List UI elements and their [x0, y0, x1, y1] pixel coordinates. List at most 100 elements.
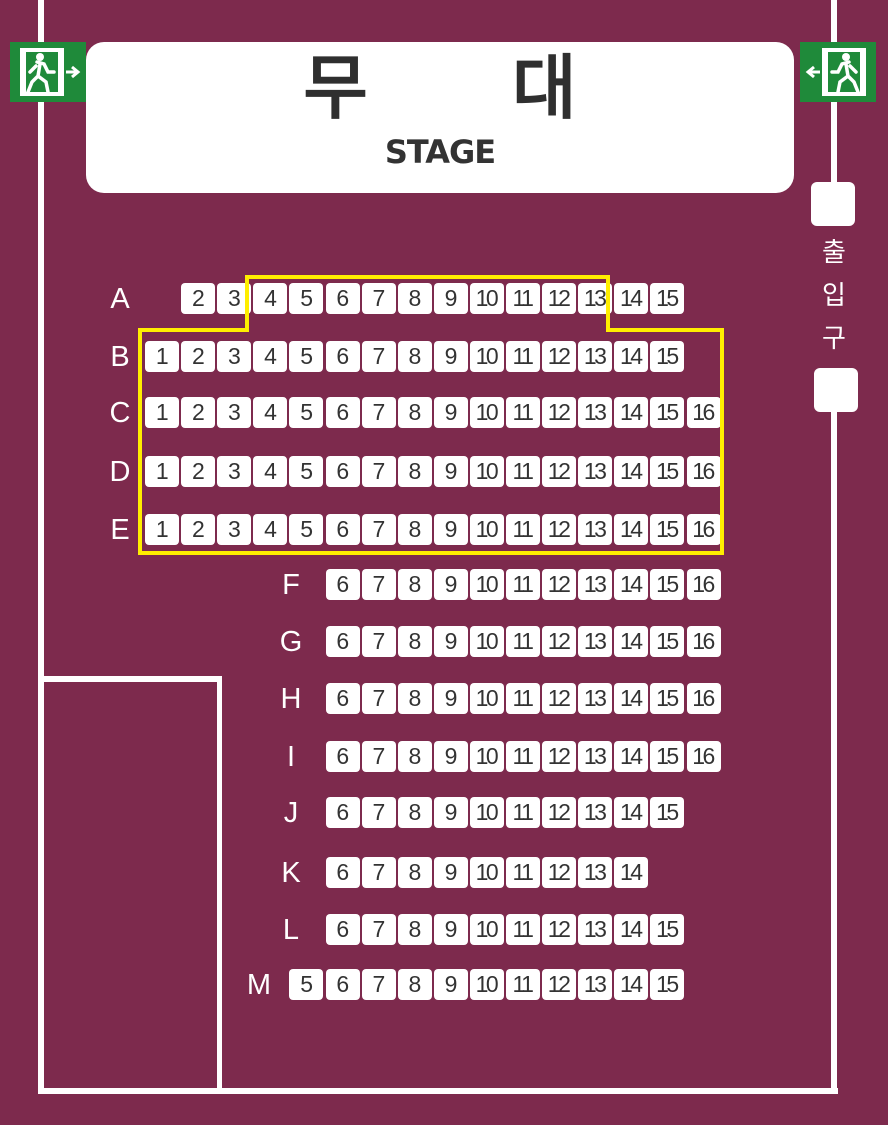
seat-b-2[interactable]: 2 [181, 341, 216, 372]
seat-h-15[interactable]: 15 [650, 683, 685, 714]
seat-l-6[interactable]: 6 [325, 914, 360, 945]
seat-c-10[interactable]: 10 [469, 397, 504, 428]
seat-e-15[interactable]: 15 [650, 514, 685, 545]
seat-f-9[interactable]: 9 [433, 569, 468, 600]
seat-b-14[interactable]: 14 [614, 341, 649, 372]
seat-e-7[interactable]: 7 [361, 514, 396, 545]
seat-e-13[interactable]: 13 [578, 514, 613, 545]
seat-j-9[interactable]: 9 [433, 797, 468, 828]
seat-d-8[interactable]: 8 [397, 456, 432, 487]
seat-i-11[interactable]: 11 [506, 741, 540, 772]
seat-g-14[interactable]: 14 [614, 626, 649, 657]
seat-m-6[interactable]: 6 [325, 969, 360, 1000]
seat-a-7[interactable]: 7 [361, 283, 396, 314]
seat-c-16[interactable]: 16 [686, 397, 721, 428]
seat-i-14[interactable]: 14 [614, 741, 649, 772]
seat-a-15[interactable]: 15 [650, 283, 685, 314]
seat-h-14[interactable]: 14 [614, 683, 649, 714]
seat-g-10[interactable]: 10 [469, 626, 504, 657]
seat-m-5[interactable]: 5 [289, 969, 324, 1000]
seat-l-13[interactable]: 13 [578, 914, 613, 945]
seat-g-9[interactable]: 9 [433, 626, 468, 657]
seat-b-7[interactable]: 7 [361, 341, 396, 372]
seat-i-9[interactable]: 9 [433, 741, 468, 772]
seat-h-10[interactable]: 10 [469, 683, 504, 714]
seat-k-7[interactable]: 7 [361, 857, 396, 888]
seat-h-13[interactable]: 13 [578, 683, 613, 714]
seat-d-5[interactable]: 5 [289, 456, 324, 487]
seat-c-3[interactable]: 3 [217, 397, 252, 428]
seat-j-14[interactable]: 14 [614, 797, 649, 828]
seat-h-9[interactable]: 9 [433, 683, 468, 714]
seat-i-13[interactable]: 13 [578, 741, 613, 772]
seat-a-11[interactable]: 11 [506, 283, 540, 314]
seat-g-6[interactable]: 6 [325, 626, 360, 657]
seat-l-11[interactable]: 11 [506, 914, 540, 945]
seat-c-5[interactable]: 5 [289, 397, 324, 428]
seat-c-14[interactable]: 14 [614, 397, 649, 428]
seat-e-12[interactable]: 12 [542, 514, 577, 545]
seat-f-12[interactable]: 12 [542, 569, 577, 600]
seat-l-14[interactable]: 14 [614, 914, 649, 945]
seat-e-11[interactable]: 11 [506, 514, 540, 545]
seat-m-12[interactable]: 12 [542, 969, 577, 1000]
seat-m-13[interactable]: 13 [578, 969, 613, 1000]
seat-d-16[interactable]: 16 [686, 456, 721, 487]
seat-i-6[interactable]: 6 [325, 741, 360, 772]
seat-h-11[interactable]: 11 [506, 683, 540, 714]
seat-m-14[interactable]: 14 [614, 969, 649, 1000]
seat-d-10[interactable]: 10 [469, 456, 504, 487]
seat-g-8[interactable]: 8 [397, 626, 432, 657]
seat-a-10[interactable]: 10 [469, 283, 504, 314]
seat-j-15[interactable]: 15 [650, 797, 685, 828]
seat-m-15[interactable]: 15 [650, 969, 685, 1000]
seat-i-7[interactable]: 7 [361, 741, 396, 772]
seat-b-4[interactable]: 4 [253, 341, 288, 372]
seat-c-1[interactable]: 1 [145, 397, 179, 428]
seat-m-11[interactable]: 11 [506, 969, 540, 1000]
seat-k-13[interactable]: 13 [578, 857, 613, 888]
seat-e-10[interactable]: 10 [469, 514, 504, 545]
seat-d-9[interactable]: 9 [433, 456, 468, 487]
seat-c-7[interactable]: 7 [361, 397, 396, 428]
seat-b-8[interactable]: 8 [397, 341, 432, 372]
seat-f-16[interactable]: 16 [686, 569, 721, 600]
seat-b-10[interactable]: 10 [469, 341, 504, 372]
seat-i-8[interactable]: 8 [397, 741, 432, 772]
seat-j-10[interactable]: 10 [469, 797, 504, 828]
seat-c-13[interactable]: 13 [578, 397, 613, 428]
seat-i-16[interactable]: 16 [686, 741, 721, 772]
seat-b-13[interactable]: 13 [578, 341, 613, 372]
seat-d-6[interactable]: 6 [325, 456, 360, 487]
seat-d-4[interactable]: 4 [253, 456, 288, 487]
seat-l-7[interactable]: 7 [361, 914, 396, 945]
seat-a-6[interactable]: 6 [325, 283, 360, 314]
seat-h-16[interactable]: 16 [686, 683, 721, 714]
seat-f-14[interactable]: 14 [614, 569, 649, 600]
seat-d-7[interactable]: 7 [361, 456, 396, 487]
seat-a-9[interactable]: 9 [433, 283, 468, 314]
seat-m-9[interactable]: 9 [433, 969, 468, 1000]
seat-d-13[interactable]: 13 [578, 456, 613, 487]
seat-e-2[interactable]: 2 [181, 514, 216, 545]
seat-a-8[interactable]: 8 [397, 283, 432, 314]
seat-k-10[interactable]: 10 [469, 857, 504, 888]
seat-f-8[interactable]: 8 [397, 569, 432, 600]
seat-c-11[interactable]: 11 [506, 397, 540, 428]
seat-h-12[interactable]: 12 [542, 683, 577, 714]
seat-b-12[interactable]: 12 [542, 341, 577, 372]
seat-k-11[interactable]: 11 [506, 857, 540, 888]
seat-k-9[interactable]: 9 [433, 857, 468, 888]
seat-m-7[interactable]: 7 [361, 969, 396, 1000]
seat-f-10[interactable]: 10 [469, 569, 504, 600]
seat-c-4[interactable]: 4 [253, 397, 288, 428]
seat-a-12[interactable]: 12 [542, 283, 577, 314]
seat-k-14[interactable]: 14 [614, 857, 649, 888]
seat-i-12[interactable]: 12 [542, 741, 577, 772]
seat-g-13[interactable]: 13 [578, 626, 613, 657]
seat-c-9[interactable]: 9 [433, 397, 468, 428]
seat-l-12[interactable]: 12 [542, 914, 577, 945]
seat-f-6[interactable]: 6 [325, 569, 360, 600]
seat-e-16[interactable]: 16 [686, 514, 721, 545]
seat-e-6[interactable]: 6 [325, 514, 360, 545]
